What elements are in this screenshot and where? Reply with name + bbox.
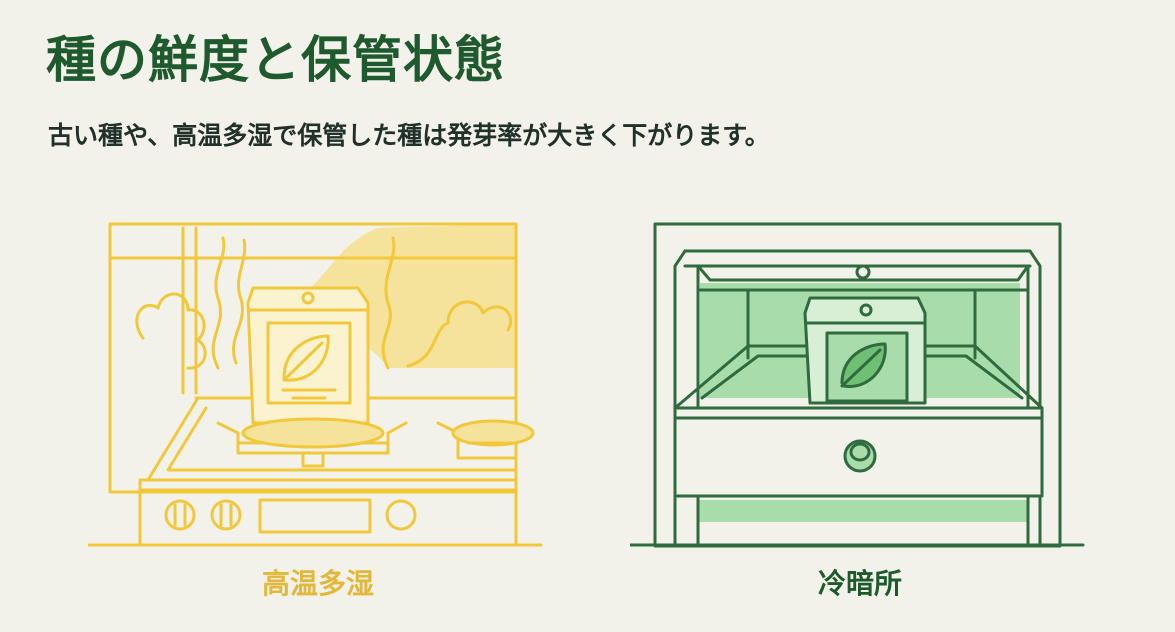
hot-humid-panel	[88, 218, 548, 553]
cool-dark-panel	[630, 218, 1090, 553]
cool-dark-label: 冷暗所	[817, 567, 902, 600]
page-subtitle: 古い種や、高温多湿で保管した種は発芽率が大きく下がります。	[48, 121, 770, 150]
hot-humid-stove-icon	[88, 222, 543, 547]
page-title: 種の鮮度と保管状態	[46, 31, 505, 89]
cool-dark-drawer-icon	[630, 222, 1085, 548]
hot-humid-label: 高温多湿	[261, 567, 374, 600]
